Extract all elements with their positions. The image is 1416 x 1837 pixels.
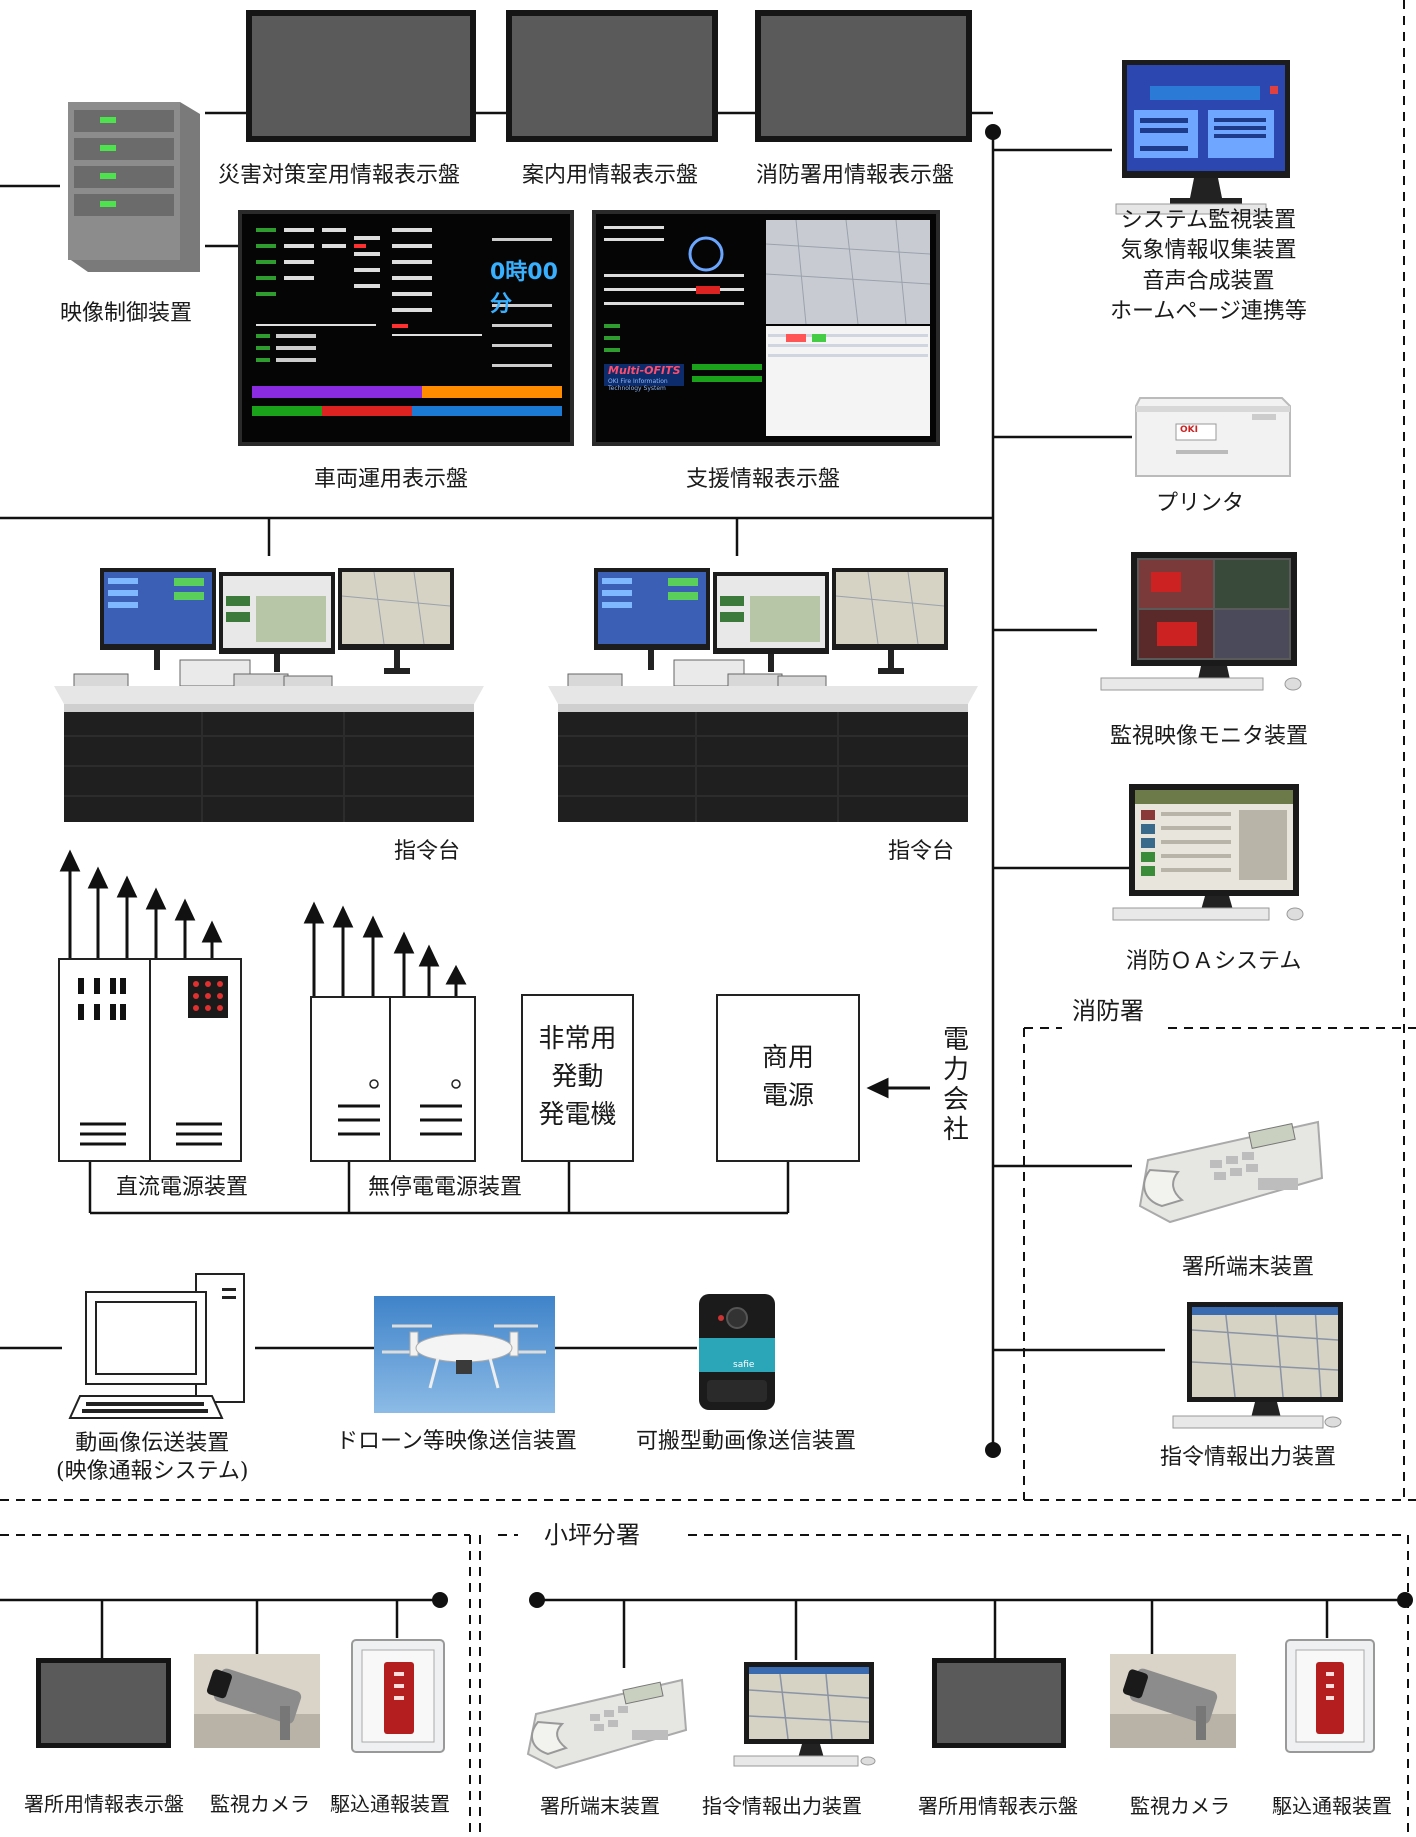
- dispatch-output-pc: [1165, 1300, 1345, 1434]
- disaster-room-display: [246, 10, 476, 142]
- branch-left-alarm: [350, 1638, 446, 1754]
- emergency-generator-label: 非常用 発動 発電機: [538, 1024, 617, 1130]
- branch-left-label-display: 署所用情報表示盤: [24, 1792, 184, 1816]
- power-company-label: 電 力 会 社: [943, 1025, 970, 1145]
- fire-station-section-label: 消防署: [1072, 997, 1144, 1025]
- emergency-generator-box: 非常用 発動 発電機: [521, 994, 634, 1162]
- branch-right-label-terminal: 署所端末装置: [540, 1794, 660, 1818]
- system-monitor-label: システム監視装置 気象情報収集装置 音声合成装置 ホームページ連携等: [1110, 208, 1307, 325]
- drone-image: [374, 1296, 555, 1413]
- branch-right-dispatch-pc: [730, 1660, 878, 1770]
- commercial-power-box: 商用 電源: [716, 994, 860, 1162]
- vehicle-operation-board: 0時00分: [238, 210, 574, 446]
- video-transfer-pc: [62, 1268, 255, 1420]
- cctv-monitor-pc: [1097, 550, 1309, 696]
- dc-power-label: 直流電源装置: [116, 1175, 249, 1200]
- display-label-disaster: 災害対策室用情報表示盤: [218, 163, 461, 188]
- dispatch-console-2: [548, 556, 978, 826]
- display-label-fire-station: 消防署用情報表示盤: [756, 163, 955, 188]
- support-board-logo-sub: OKI Fire Information Technology System: [608, 378, 668, 392]
- branch-right-label-dispatch: 指令情報出力装置: [702, 1794, 862, 1818]
- console-label-2: 指令台: [888, 839, 955, 864]
- portable-brand-label: safie: [733, 1360, 755, 1370]
- portable-label: 可搬型動画像送信装置: [636, 1429, 857, 1454]
- server-tower: [60, 96, 205, 276]
- printer-brand: OKI: [1180, 425, 1198, 435]
- display-label-guidance: 案内用情報表示盤: [522, 163, 699, 188]
- branch-right-alarm: [1284, 1638, 1376, 1754]
- printer-label: プリンタ: [1156, 491, 1245, 516]
- support-board-label: 支援情報表示盤: [686, 467, 841, 492]
- branch-right-label-camera: 監視カメラ: [1130, 1794, 1230, 1818]
- branch-right-phone: [520, 1668, 690, 1770]
- dispatch-output-label: 指令情報出力装置: [1160, 1445, 1337, 1470]
- station-terminal-phone: [1130, 1108, 1326, 1224]
- branch-right-camera: [1110, 1654, 1236, 1748]
- branch-left-label-alarm: 駆込通報装置: [330, 1792, 450, 1816]
- fire-station-display: [755, 10, 972, 142]
- branch-left-camera: [194, 1654, 320, 1748]
- ups-label: 無停電電源装置: [368, 1175, 523, 1200]
- branch-right-section-label: 小坪分署: [544, 1521, 640, 1549]
- cctv-monitor-label: 監視映像モニタ装置: [1110, 724, 1309, 749]
- guidance-display: [506, 10, 718, 142]
- branch-right-display: [932, 1658, 1066, 1748]
- commercial-power-label: 商用 電源: [761, 1043, 814, 1111]
- console-label-1: 指令台: [394, 839, 461, 864]
- vehicle-board-label: 車両運用表示盤: [314, 467, 469, 492]
- dispatch-console-1: [54, 556, 484, 826]
- support-board-logo: Multi-OFITS: [608, 364, 681, 377]
- drone-label: ドローン等映像送信装置: [336, 1429, 577, 1454]
- ups-unit: [310, 996, 476, 1162]
- station-terminal-label: 署所端末装置: [1182, 1255, 1315, 1280]
- video-transfer-label: 動画像伝送装置 (映像通報システム): [56, 1431, 249, 1484]
- portable-camera-image: safie: [697, 1292, 777, 1412]
- branch-left-label-camera: 監視カメラ: [210, 1792, 310, 1816]
- dc-power-unit: [58, 958, 242, 1162]
- oa-system-label: 消防ＯＡシステム: [1126, 949, 1302, 974]
- system-monitor-pc: [1112, 58, 1300, 218]
- vehicle-board-clock: 0時00分: [490, 260, 558, 317]
- printer-image: OKI: [1132, 380, 1294, 482]
- branch-right-label-alarm: 駆込通報装置: [1272, 1794, 1392, 1818]
- video-controller-label: 映像制御装置: [60, 301, 193, 326]
- support-info-board: Multi-OFITS OKI Fire Information Technol…: [592, 210, 940, 446]
- branch-right-label-display: 署所用情報表示盤: [918, 1794, 1078, 1818]
- branch-left-display: [36, 1658, 171, 1748]
- oa-system-pc: [1105, 782, 1315, 924]
